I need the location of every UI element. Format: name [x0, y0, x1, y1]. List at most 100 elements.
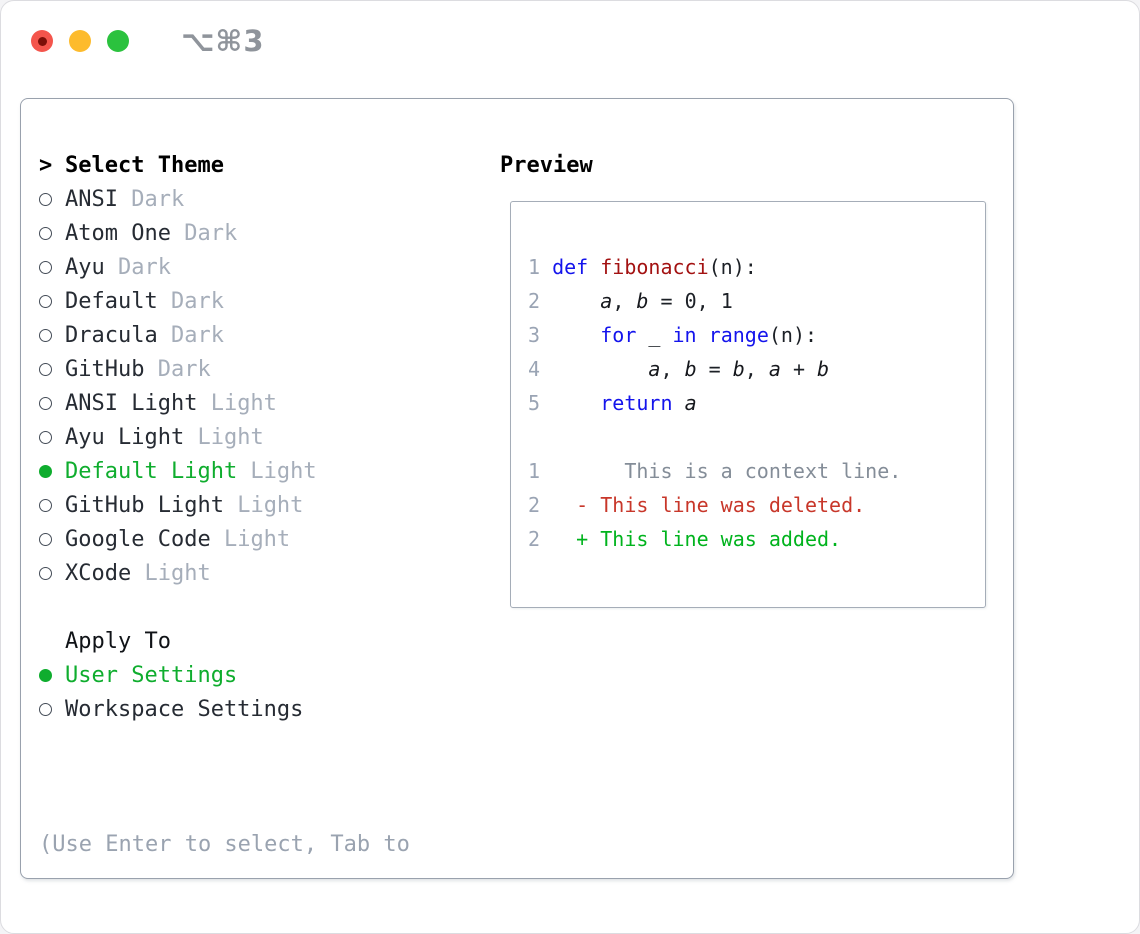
- code-token-var: a: [600, 289, 613, 313]
- select-theme-title: Select Theme: [65, 152, 224, 178]
- marker-slot: [39, 362, 65, 376]
- code-token: =: [696, 357, 733, 381]
- preview-line: 2 a, b = 0, 1: [528, 284, 985, 318]
- marker-slot: [39, 294, 65, 308]
- code-token-fn: fibonacci: [600, 255, 709, 279]
- line-number: 2: [528, 289, 541, 313]
- apply-option-label: User Settings: [65, 662, 238, 688]
- theme-option-default-light[interactable]: Default Light Light: [39, 454, 484, 488]
- zoom-button[interactable]: [107, 30, 129, 52]
- theme-option-dracula[interactable]: Dracula Dark: [39, 318, 484, 352]
- marker-slot: [39, 192, 65, 206]
- focus-caret-icon: >: [39, 152, 53, 178]
- marker-slot: [39, 396, 65, 410]
- radio-unselected-icon: [39, 192, 52, 206]
- marker-slot: [39, 532, 65, 546]
- theme-option-github-light[interactable]: GitHub Light Light: [39, 488, 484, 522]
- theme-variant-tag: Dark: [157, 288, 224, 314]
- minimize-button[interactable]: [69, 30, 91, 52]
- theme-variant-tag: Light: [223, 492, 304, 518]
- radio-unselected-icon: [39, 396, 52, 410]
- line-number: 1: [528, 255, 541, 279]
- theme-name: Dracula: [65, 322, 158, 348]
- theme-name: XCode: [65, 560, 132, 586]
- apply-option-workspace-settings[interactable]: Workspace Settings: [39, 692, 484, 726]
- preview-line: 5 return a: [528, 386, 985, 420]
- code-token: ,: [660, 357, 685, 381]
- code-token-kw: range: [708, 323, 769, 347]
- theme-option-ayu[interactable]: Ayu Dark: [39, 250, 484, 284]
- marker-slot: [39, 464, 65, 478]
- radio-unselected-icon: [39, 328, 52, 342]
- theme-variant-tag: Dark: [170, 220, 238, 246]
- code-token-var: b: [817, 357, 830, 381]
- code-token: [673, 391, 685, 415]
- theme-option-atom-one[interactable]: Atom One Dark: [39, 216, 484, 250]
- preview-line: 2 + This line was added.: [528, 522, 985, 556]
- theme-option-google-code[interactable]: Google Code Light: [39, 522, 484, 556]
- preview-line: 1 This is a context line.: [528, 454, 985, 488]
- code-token: ,: [744, 357, 769, 381]
- marker-slot: [39, 328, 65, 342]
- code-token: [697, 323, 709, 347]
- apply-option-user-settings[interactable]: User Settings: [39, 658, 484, 692]
- theme-option-ayu-light[interactable]: Ayu Light Light: [39, 420, 484, 454]
- radio-unselected-icon: [39, 362, 52, 376]
- theme-option-ansi-light[interactable]: ANSI Light Light: [39, 386, 484, 420]
- theme-variant-tag: Light: [197, 390, 277, 416]
- preview-line: 4 a, b = b, a + b: [528, 352, 985, 386]
- preview-line: 1 def fibonacci(n):: [528, 250, 985, 284]
- radio-unselected-icon: [39, 226, 52, 240]
- code-token: +: [780, 357, 818, 381]
- theme-name: Atom One: [65, 220, 171, 246]
- line-number: 5: [528, 391, 541, 415]
- code-token-var: a: [648, 357, 661, 381]
- radio-unselected-icon: [39, 498, 52, 512]
- theme-variant-tag: Dark: [104, 254, 171, 280]
- theme-option-github[interactable]: GitHub Dark: [39, 352, 484, 386]
- marker-slot: [39, 566, 65, 580]
- theme-name: Default: [65, 288, 158, 314]
- code-token: [540, 289, 600, 313]
- code-token-var: b: [636, 289, 649, 313]
- recording-dot-icon: [37, 36, 47, 46]
- line-number: 4: [528, 357, 541, 381]
- apply-option-label: Workspace Settings: [65, 696, 304, 722]
- theme-variant-tag: Light: [184, 424, 264, 450]
- close-button[interactable]: [31, 30, 53, 52]
- preview-line: 3 for _ in range(n):: [528, 318, 985, 352]
- code-token: _: [636, 323, 673, 347]
- theme-option-ansi[interactable]: ANSI Dark: [39, 182, 484, 216]
- code-token-del: - This line was deleted.: [540, 493, 866, 517]
- preview-title: Preview: [500, 152, 593, 178]
- line-number: 1: [528, 459, 541, 483]
- code-token-kw: return: [600, 391, 673, 415]
- code-token: [540, 357, 648, 381]
- apply-to-title: Apply To: [65, 628, 171, 654]
- code-token: [540, 323, 600, 347]
- window-title-shortcut: ⌥⌘3: [181, 24, 265, 58]
- code-token: (n):: [768, 323, 818, 347]
- code-token: [540, 255, 552, 279]
- theme-variant-tag: Light: [210, 526, 291, 552]
- code-token: (n):: [708, 255, 757, 279]
- radio-unselected-icon: [39, 702, 52, 716]
- theme-name: ANSI Light: [65, 390, 198, 416]
- theme-option-xcode[interactable]: XCode Light: [39, 556, 484, 590]
- radio-unselected-icon: [39, 260, 52, 274]
- radio-unselected-icon: [39, 294, 52, 308]
- marker-slot: [39, 668, 65, 682]
- radio-unselected-icon: [39, 430, 52, 444]
- code-token: [588, 255, 600, 279]
- code-token: = 0, 1: [648, 289, 733, 313]
- marker-slot: [39, 498, 65, 512]
- line-number: 3: [528, 323, 541, 347]
- code-token-kw: def: [552, 255, 589, 279]
- theme-variant-tag: Dark: [117, 186, 185, 212]
- marker-slot: [39, 260, 65, 274]
- code-token-var: b: [684, 357, 697, 381]
- theme-option-default[interactable]: Default Dark: [39, 284, 484, 318]
